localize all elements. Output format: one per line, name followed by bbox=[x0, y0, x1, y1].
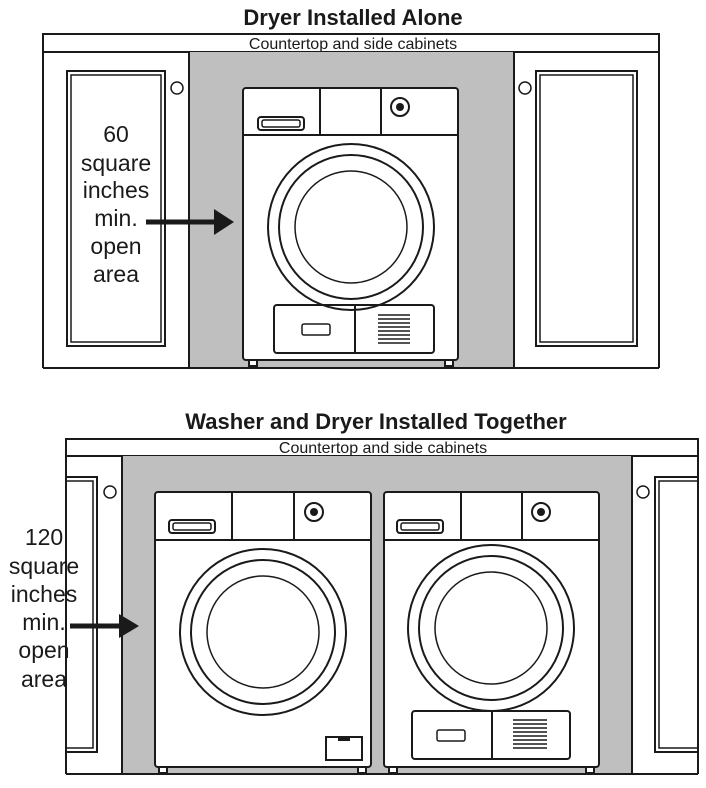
top-area-line-4: min. bbox=[94, 205, 137, 231]
bottom-dryer-icon bbox=[383, 491, 600, 774]
top-title: Dryer Installed Alone bbox=[243, 5, 462, 30]
top-area-line-2: square bbox=[81, 150, 151, 176]
top-dryer-icon bbox=[242, 87, 459, 367]
top-area-line-1: 60 bbox=[103, 121, 129, 147]
dryer-alone-diagram: Dryer Installed Alone Countertop and sid… bbox=[42, 5, 660, 369]
washer-dryer-diagram: Washer and Dryer Installed Together Coun… bbox=[9, 409, 699, 775]
washer-icon bbox=[154, 491, 372, 774]
top-right-cabinet bbox=[513, 52, 660, 368]
top-arrowhead-icon bbox=[214, 209, 234, 235]
top-countertop-label: Countertop and side cabinets bbox=[249, 36, 457, 53]
bottom-area-line-4: min. bbox=[22, 609, 65, 635]
top-area-line-6: area bbox=[93, 261, 139, 287]
top-area-label: 60 square inches min. open area bbox=[81, 121, 151, 287]
bottom-area-line-3: inches bbox=[11, 581, 77, 607]
bottom-area-line-2: square bbox=[9, 553, 79, 579]
bottom-arrowhead-icon bbox=[119, 614, 139, 638]
bottom-area-line-6: area bbox=[21, 666, 67, 692]
bottom-right-cabinet bbox=[631, 456, 699, 774]
top-area-line-3: inches bbox=[83, 177, 149, 203]
top-area-line-5: open bbox=[90, 233, 141, 259]
bottom-area-line-5: open bbox=[18, 637, 69, 663]
bottom-area-line-1: 120 bbox=[25, 524, 63, 550]
bottom-area-label: 120 square inches min. open area bbox=[9, 524, 79, 692]
top-left-cabinet bbox=[42, 52, 190, 368]
bottom-countertop-label: Countertop and side cabinets bbox=[279, 440, 487, 457]
bottom-left-cabinet bbox=[65, 456, 123, 774]
bottom-title: Washer and Dryer Installed Together bbox=[185, 409, 567, 434]
